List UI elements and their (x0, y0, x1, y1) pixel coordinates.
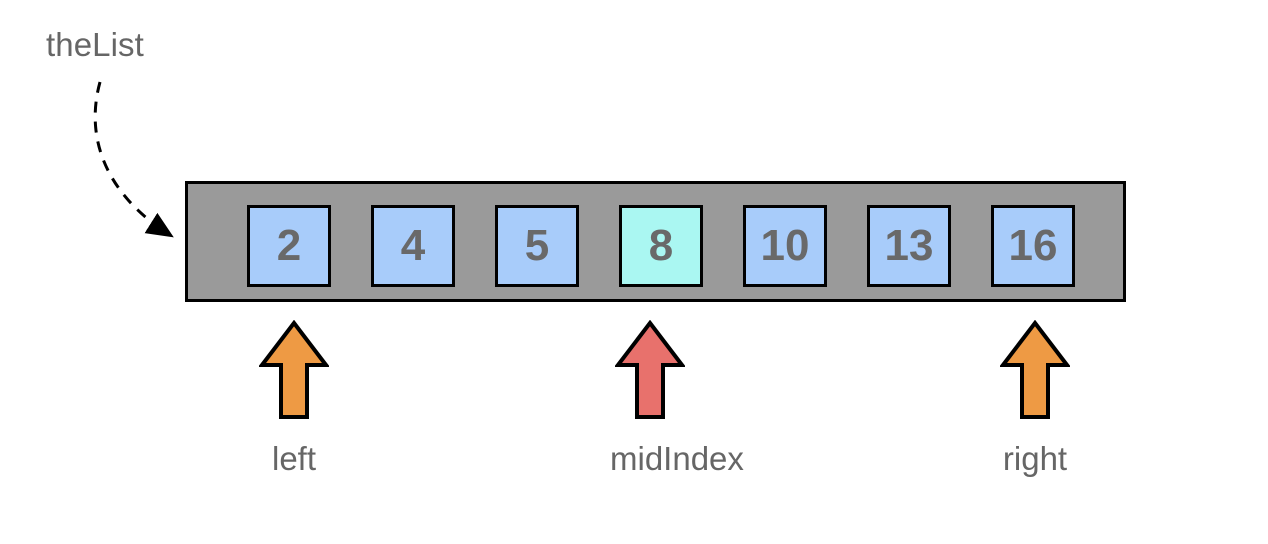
list-cell-highlighted[interactable]: 8 (619, 205, 703, 287)
pointer-label-thelist: theList (46, 26, 144, 63)
marker-midindex: midIndex (610, 320, 744, 477)
up-arrow-icon (259, 320, 329, 419)
list-cell[interactable]: 10 (743, 205, 827, 287)
marker-right: right (995, 320, 1075, 475)
list-cell[interactable]: 2 (247, 205, 331, 287)
up-arrow-icon (1000, 320, 1070, 419)
list-cell[interactable]: 5 (495, 205, 579, 287)
list-cell[interactable]: 13 (867, 205, 951, 287)
up-arrow-icon (615, 320, 685, 419)
marker-left: left (254, 320, 334, 475)
list-cell[interactable]: 16 (991, 205, 1075, 287)
marker-label-right: right (1002, 440, 1068, 477)
marker-label-left: left (271, 440, 317, 477)
list-cells: 2 4 5 8 10 13 16 (247, 205, 1075, 287)
list-container: 2 4 5 8 10 13 16 (185, 181, 1126, 302)
list-cell[interactable]: 4 (371, 205, 455, 287)
pointer-dashed-arrow (93, 81, 174, 238)
marker-label-midindex: midIndex (610, 440, 744, 477)
